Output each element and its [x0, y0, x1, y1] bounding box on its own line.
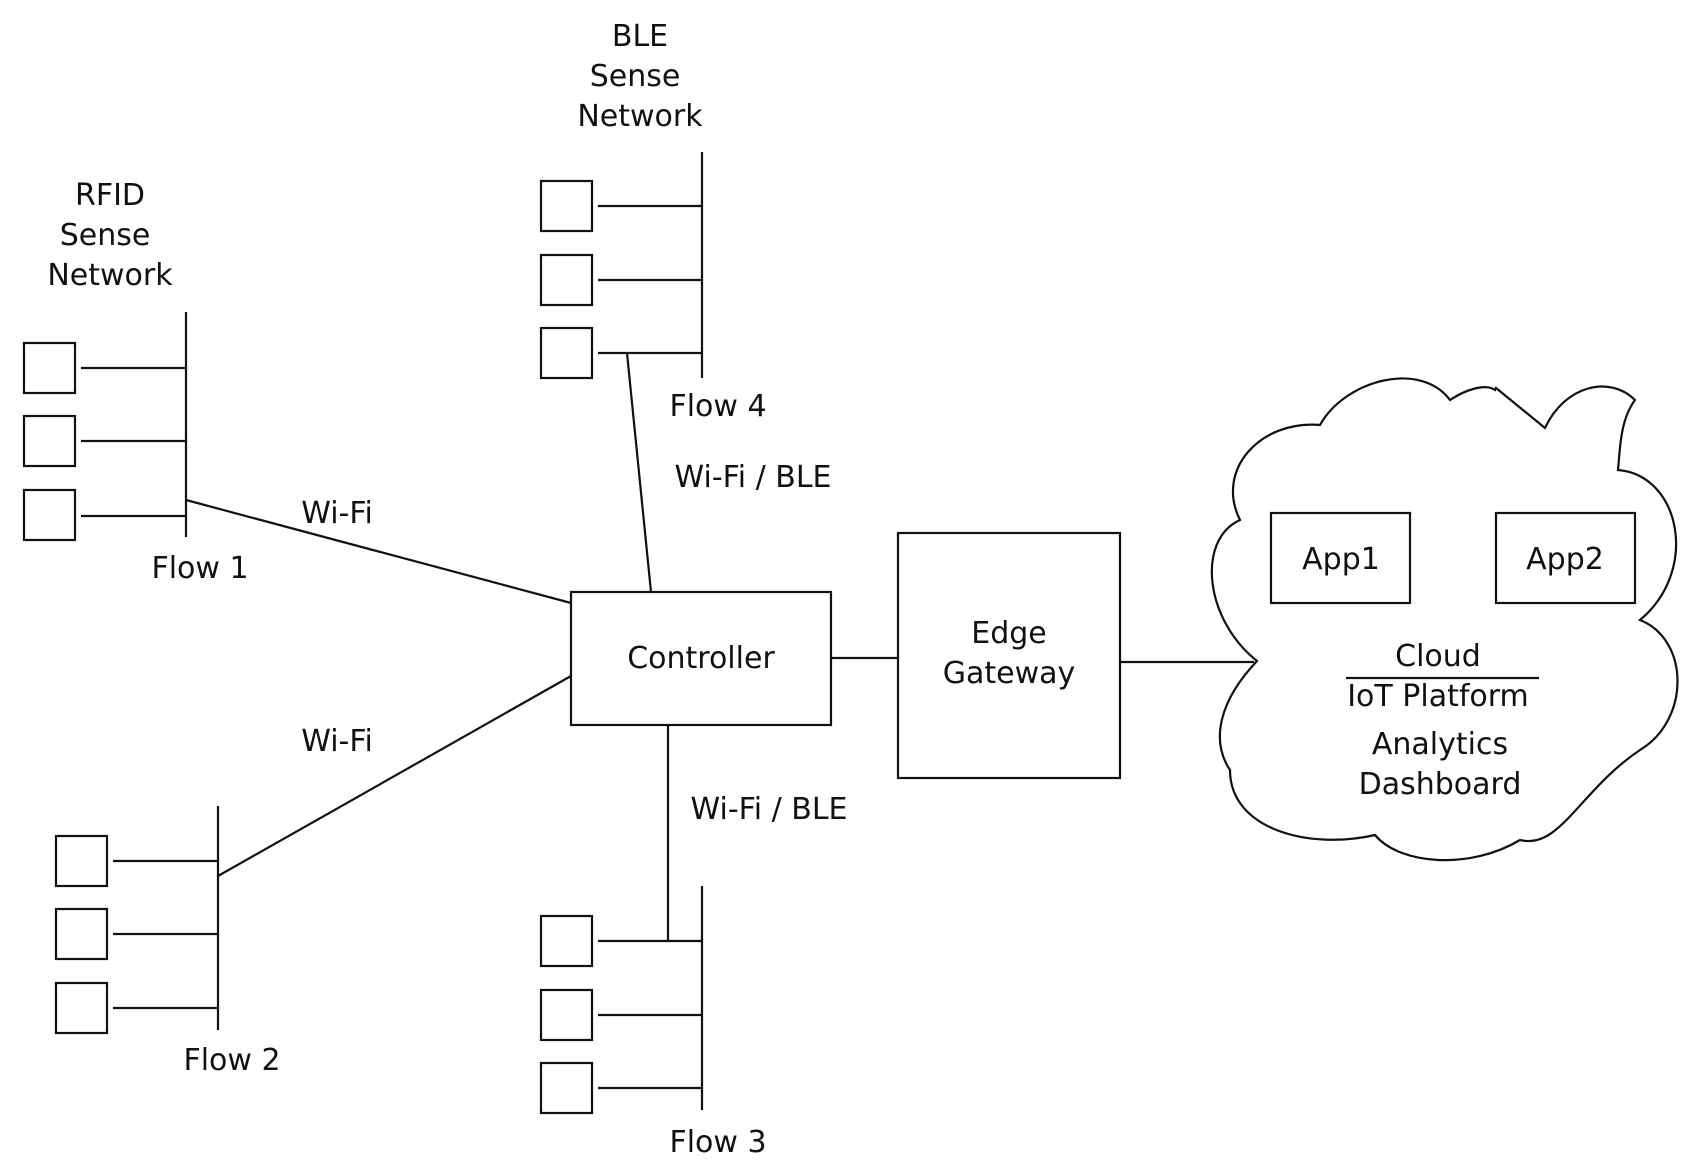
app2-label: App2	[1526, 542, 1604, 577]
controller-node: Controller	[569, 590, 833, 727]
ble-sense-network: BLE Sense Network Flow 4	[539, 19, 767, 424]
flow1-link-label: Wi-Fi	[301, 496, 373, 531]
flow1-wifi-link	[185, 498, 572, 605]
flow3-network: Flow 3	[539, 886, 767, 1160]
flow2-sensor-node	[54, 981, 109, 1035]
flow2-wifi-link	[217, 675, 572, 877]
app1-box	[1269, 511, 1412, 605]
ble-sensor-node	[539, 179, 594, 233]
ble-network-title-line3: Network	[577, 99, 703, 134]
rfid-network-title-line3: Network	[47, 258, 173, 293]
iot-platform-label: IoT Platform	[1347, 679, 1529, 714]
flow4-label: Flow 4	[669, 389, 766, 424]
flow3-sensor-node	[539, 914, 594, 968]
flow2-network: Flow 2	[54, 806, 281, 1078]
edge-gateway-node: Edge Gateway	[896, 531, 1122, 780]
cloud: App1 App2 Cloud IoT Platform Analytics D…	[1210, 377, 1679, 862]
analytics-label: Analytics	[1372, 727, 1508, 762]
edge-gateway-label-line2: Gateway	[943, 656, 1076, 691]
flow4-wifi-ble-link	[625, 352, 653, 593]
flow3-sensor-node	[539, 1061, 594, 1115]
flow1-label: Flow 1	[151, 551, 248, 586]
flow3-sensor-node	[539, 988, 594, 1042]
rfid-sensor-node	[22, 341, 77, 395]
rfid-sensor-node	[22, 414, 77, 468]
edge-gateway-box	[896, 531, 1122, 780]
app1-label: App1	[1302, 542, 1380, 577]
rfid-network-title-line1: RFID	[75, 178, 145, 213]
flow3-link-label: Wi-Fi / BLE	[690, 792, 847, 827]
rfid-network-title-line2: Sense	[60, 218, 151, 253]
rfid-sensor-node	[22, 488, 77, 542]
controller-box	[569, 590, 833, 727]
app2-box	[1494, 511, 1637, 605]
edge-gateway-label-line1: Edge	[971, 616, 1047, 651]
flow4-link-label: Wi-Fi / BLE	[674, 460, 831, 495]
flow3-label: Flow 3	[669, 1125, 766, 1160]
dashboard-label: Dashboard	[1359, 767, 1522, 802]
controller-links: Wi-Fi Wi-Fi Wi-Fi / BLE Wi-Fi / BLE	[185, 352, 848, 941]
ble-sensor-node	[539, 326, 594, 380]
flow2-link-label: Wi-Fi	[301, 724, 373, 759]
flow2-label: Flow 2	[183, 1043, 280, 1078]
controller-label: Controller	[627, 641, 775, 676]
rfid-sense-network: RFID Sense Network Flow 1	[22, 178, 249, 586]
flow2-sensor-node	[54, 834, 109, 888]
ble-sensor-node	[539, 253, 594, 307]
cloud-shape	[1210, 377, 1679, 862]
cloud-title: Cloud	[1395, 639, 1481, 674]
ble-network-title-line1: BLE	[612, 19, 668, 54]
flow2-sensor-node	[54, 907, 109, 961]
ble-network-title-line2: Sense	[590, 59, 681, 94]
